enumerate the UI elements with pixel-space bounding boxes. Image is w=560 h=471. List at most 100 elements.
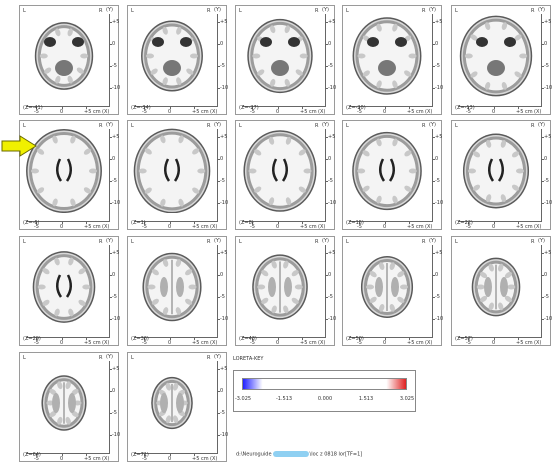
x-tick-mark: [144, 106, 145, 109]
y-tick-mark: [109, 203, 112, 204]
y-tick-label: +5: [112, 366, 120, 372]
y-axis: [432, 129, 433, 222]
y-tick-label: -5: [220, 410, 225, 416]
x-axis-label: (X): [102, 456, 110, 462]
y-tick-mark: [432, 137, 435, 138]
y-tick-label: +5: [112, 250, 120, 256]
x-tick-mark: [62, 106, 63, 109]
y-tick-label: 0: [544, 156, 548, 162]
x-tick-label: +5 cm: [192, 224, 209, 230]
x-tick-label: -5: [142, 456, 147, 462]
right-marker: R: [422, 123, 426, 129]
x-tick-mark: [144, 453, 145, 456]
left-marker: L: [23, 123, 26, 129]
y-axis: [217, 361, 218, 454]
x-tick-mark: [170, 221, 171, 224]
y-tick-label: -5: [112, 178, 117, 184]
y-tick-mark: [325, 319, 328, 320]
y-tick-label: -10: [220, 200, 229, 206]
x-tick-label: -5: [142, 340, 147, 346]
y-axis-label: (Y): [429, 238, 436, 244]
left-marker: L: [455, 8, 458, 14]
y-tick-mark: [217, 413, 220, 414]
x-tick-mark: [170, 337, 171, 340]
x-axis-label: (X): [318, 109, 326, 115]
x-tick-mark: [36, 337, 37, 340]
y-tick-mark: [325, 88, 328, 89]
x-tick-label: +5 cm: [84, 224, 101, 230]
y-tick-mark: [325, 44, 328, 45]
y-tick-label: 0: [544, 272, 548, 278]
x-tick-mark: [144, 221, 145, 224]
x-tick-mark: [36, 106, 37, 109]
x-tick-mark: [62, 337, 63, 340]
x-axis: [134, 106, 218, 107]
y-tick-label: 0: [112, 388, 116, 394]
y-tick-mark: [109, 435, 112, 436]
x-axis-label: (X): [425, 109, 433, 115]
x-axis: [134, 453, 218, 454]
y-tick-label: +5: [328, 134, 336, 140]
y-tick-label: -5: [435, 178, 440, 184]
right-marker: R: [99, 8, 103, 14]
x-axis: [26, 453, 110, 454]
x-tick-label: 0: [168, 224, 172, 230]
y-tick-mark: [109, 413, 112, 414]
loreta-color-scale: [242, 378, 407, 390]
y-tick-label: -10: [435, 85, 444, 91]
y-tick-label: +5: [544, 250, 552, 256]
y-tick-label: -5: [112, 63, 117, 69]
y-tick-mark: [541, 203, 544, 204]
y-tick-label: -10: [328, 316, 337, 322]
y-tick-mark: [541, 181, 544, 182]
z-level-label: (Z=22): [455, 220, 473, 226]
x-tick-label: -5: [250, 224, 255, 230]
y-tick-mark: [217, 66, 220, 67]
y-axis: [325, 245, 326, 338]
x-axis-label: (X): [210, 340, 218, 346]
y-tick-label: -5: [544, 294, 549, 300]
key-label-low: -1.513: [275, 396, 293, 402]
y-tick-mark: [325, 203, 328, 204]
right-marker: R: [315, 8, 319, 14]
x-axis-label: (X): [425, 340, 433, 346]
y-tick-mark: [217, 88, 220, 89]
y-tick-label: +5: [220, 366, 228, 372]
x-axis-label: (X): [210, 456, 218, 462]
x-tick-label: -5: [357, 109, 362, 115]
x-tick-label: +5 cm: [300, 340, 317, 346]
x-tick-mark: [468, 106, 469, 109]
y-tick-label: -5: [544, 63, 549, 69]
x-tick-mark: [518, 221, 519, 224]
y-tick-label: -5: [328, 63, 333, 69]
x-tick-mark: [385, 221, 386, 224]
y-tick-mark: [541, 66, 544, 67]
left-marker: L: [23, 8, 26, 14]
x-tick-mark: [36, 453, 37, 456]
z-level-label: (Z=15): [346, 220, 364, 226]
y-axis: [217, 14, 218, 107]
right-marker: R: [531, 123, 535, 129]
z-level-label: (Z=71): [131, 452, 149, 458]
y-axis: [217, 245, 218, 338]
y-axis: [541, 14, 542, 107]
y-tick-mark: [432, 66, 435, 67]
y-axis-label: (Y): [322, 122, 329, 128]
x-tick-label: -5: [142, 224, 147, 230]
y-tick-mark: [109, 391, 112, 392]
x-tick-mark: [194, 337, 195, 340]
y-tick-label: -5: [328, 294, 333, 300]
y-tick-mark: [432, 22, 435, 23]
x-tick-mark: [494, 337, 495, 340]
right-marker: R: [207, 8, 211, 14]
key-label-high: 1.513: [358, 396, 374, 402]
x-tick-mark: [170, 453, 171, 456]
x-tick-label: +5 cm: [407, 224, 424, 230]
y-tick-mark: [541, 88, 544, 89]
x-tick-label: 0: [383, 340, 387, 346]
